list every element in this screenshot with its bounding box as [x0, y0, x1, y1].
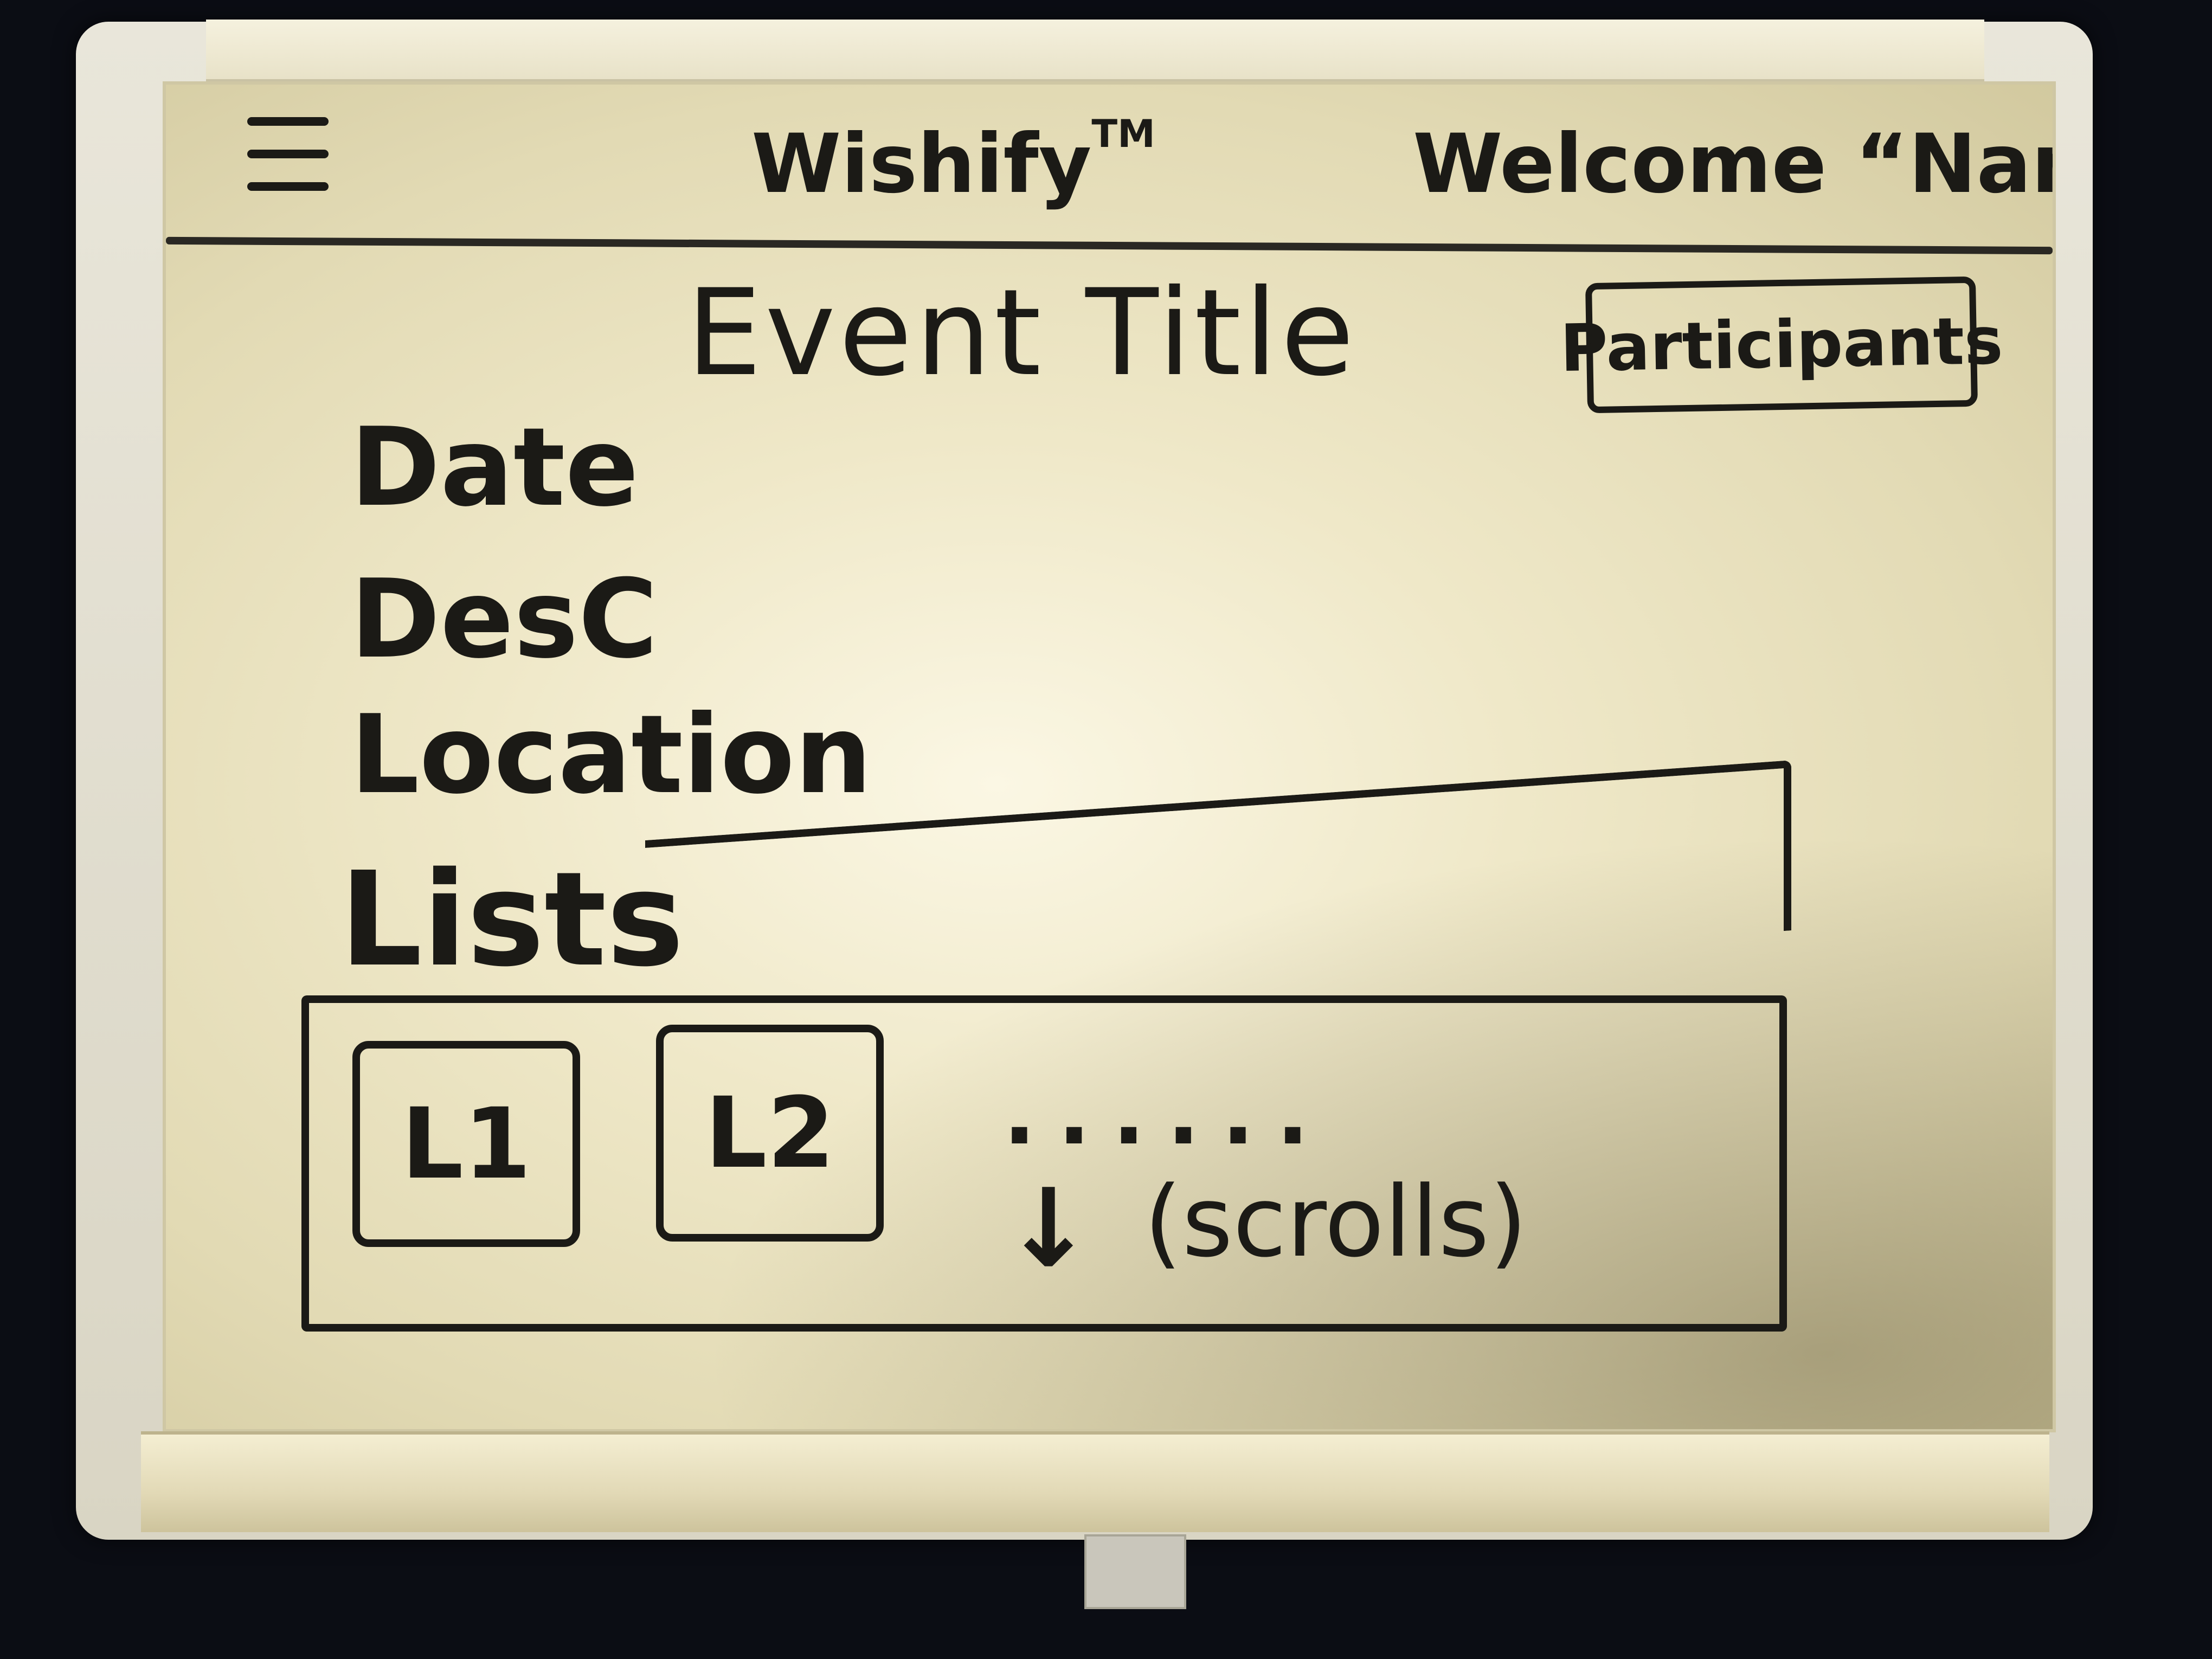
header-divider: [166, 236, 2053, 255]
event-location: Location: [350, 692, 872, 818]
welcome-user-text: Welcome “Name”: [1413, 117, 2053, 211]
app-title: WishifyTM: [751, 112, 1155, 211]
whiteboard-clip: [1084, 1534, 1186, 1609]
app-title-text: Wishify: [751, 117, 1092, 211]
event-date: Date: [350, 404, 639, 531]
lists-heading: Lists: [339, 844, 684, 995]
wireframe-page: WishifyTM Welcome “Name” Event Title Par…: [163, 81, 2056, 1432]
lists-scroll-container[interactable]: L1 L2 ...... ↓ (scrolls): [301, 760, 1791, 1332]
hamburger-menu-icon[interactable]: [247, 117, 329, 204]
event-title: Event Title: [686, 263, 1358, 402]
event-description: DesC: [350, 556, 658, 683]
scroll-note: (scrolls): [1144, 1166, 1528, 1279]
participants-button[interactable]: Participants: [1559, 276, 2004, 414]
whiteboard-top-rail: [206, 20, 1984, 82]
list-card-l2[interactable]: L2: [656, 1025, 884, 1242]
scroll-down-arrow-icon: ↓: [1003, 1166, 1094, 1292]
more-lists-ellipsis: ......: [1003, 1063, 1331, 1164]
trademark-mark: TM: [1091, 112, 1155, 156]
whiteboard-bottom-rail: [141, 1431, 2049, 1532]
list-card-l1[interactable]: L1: [352, 1041, 580, 1247]
